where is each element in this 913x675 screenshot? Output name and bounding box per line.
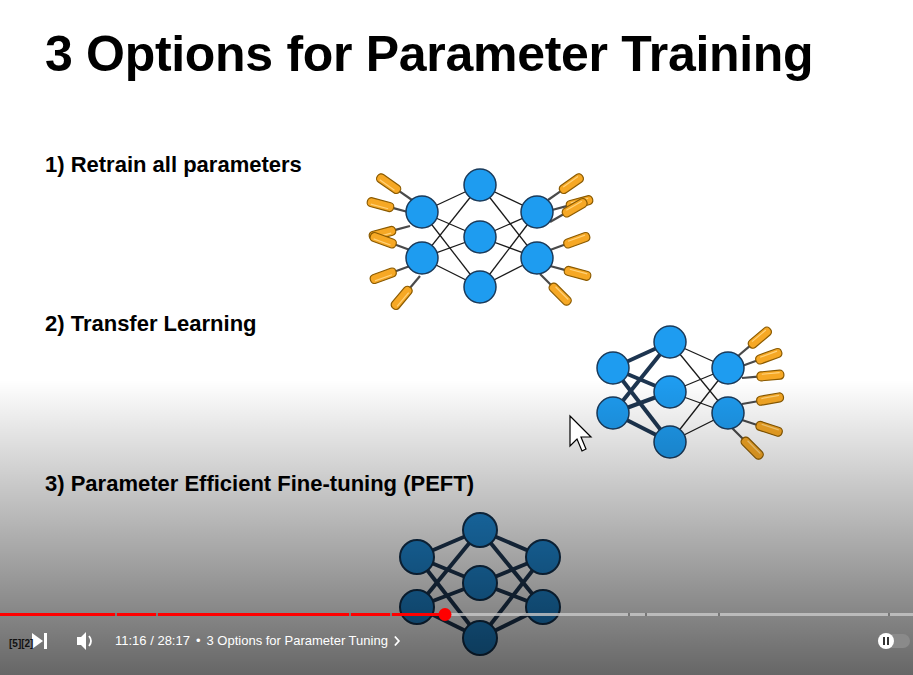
network-full-retrain <box>366 169 593 311</box>
video-time: 11:16 / 28:17 <box>115 633 190 649</box>
chapter-title: 3 Options for Parameter Tuning <box>207 633 388 649</box>
volume-icon <box>77 632 91 650</box>
option-label: 2) Transfer Learning <box>45 311 257 337</box>
option-label: 3) Parameter Efficient Fine-tuning (PEFT… <box>45 471 474 497</box>
chapter-chevron <box>395 637 399 646</box>
progress-bar <box>0 608 913 621</box>
option-label: 1) Retrain all parameters <box>45 152 302 178</box>
overlay-marker: [5][2] <box>9 638 33 650</box>
mouse-cursor <box>570 416 591 451</box>
play-next-icon <box>32 633 47 649</box>
slide-title: 3 Options for Parameter Training <box>45 24 813 84</box>
autoplay-toggle <box>878 633 910 649</box>
player-shade <box>0 380 913 675</box>
separator-dot: • <box>196 633 201 649</box>
